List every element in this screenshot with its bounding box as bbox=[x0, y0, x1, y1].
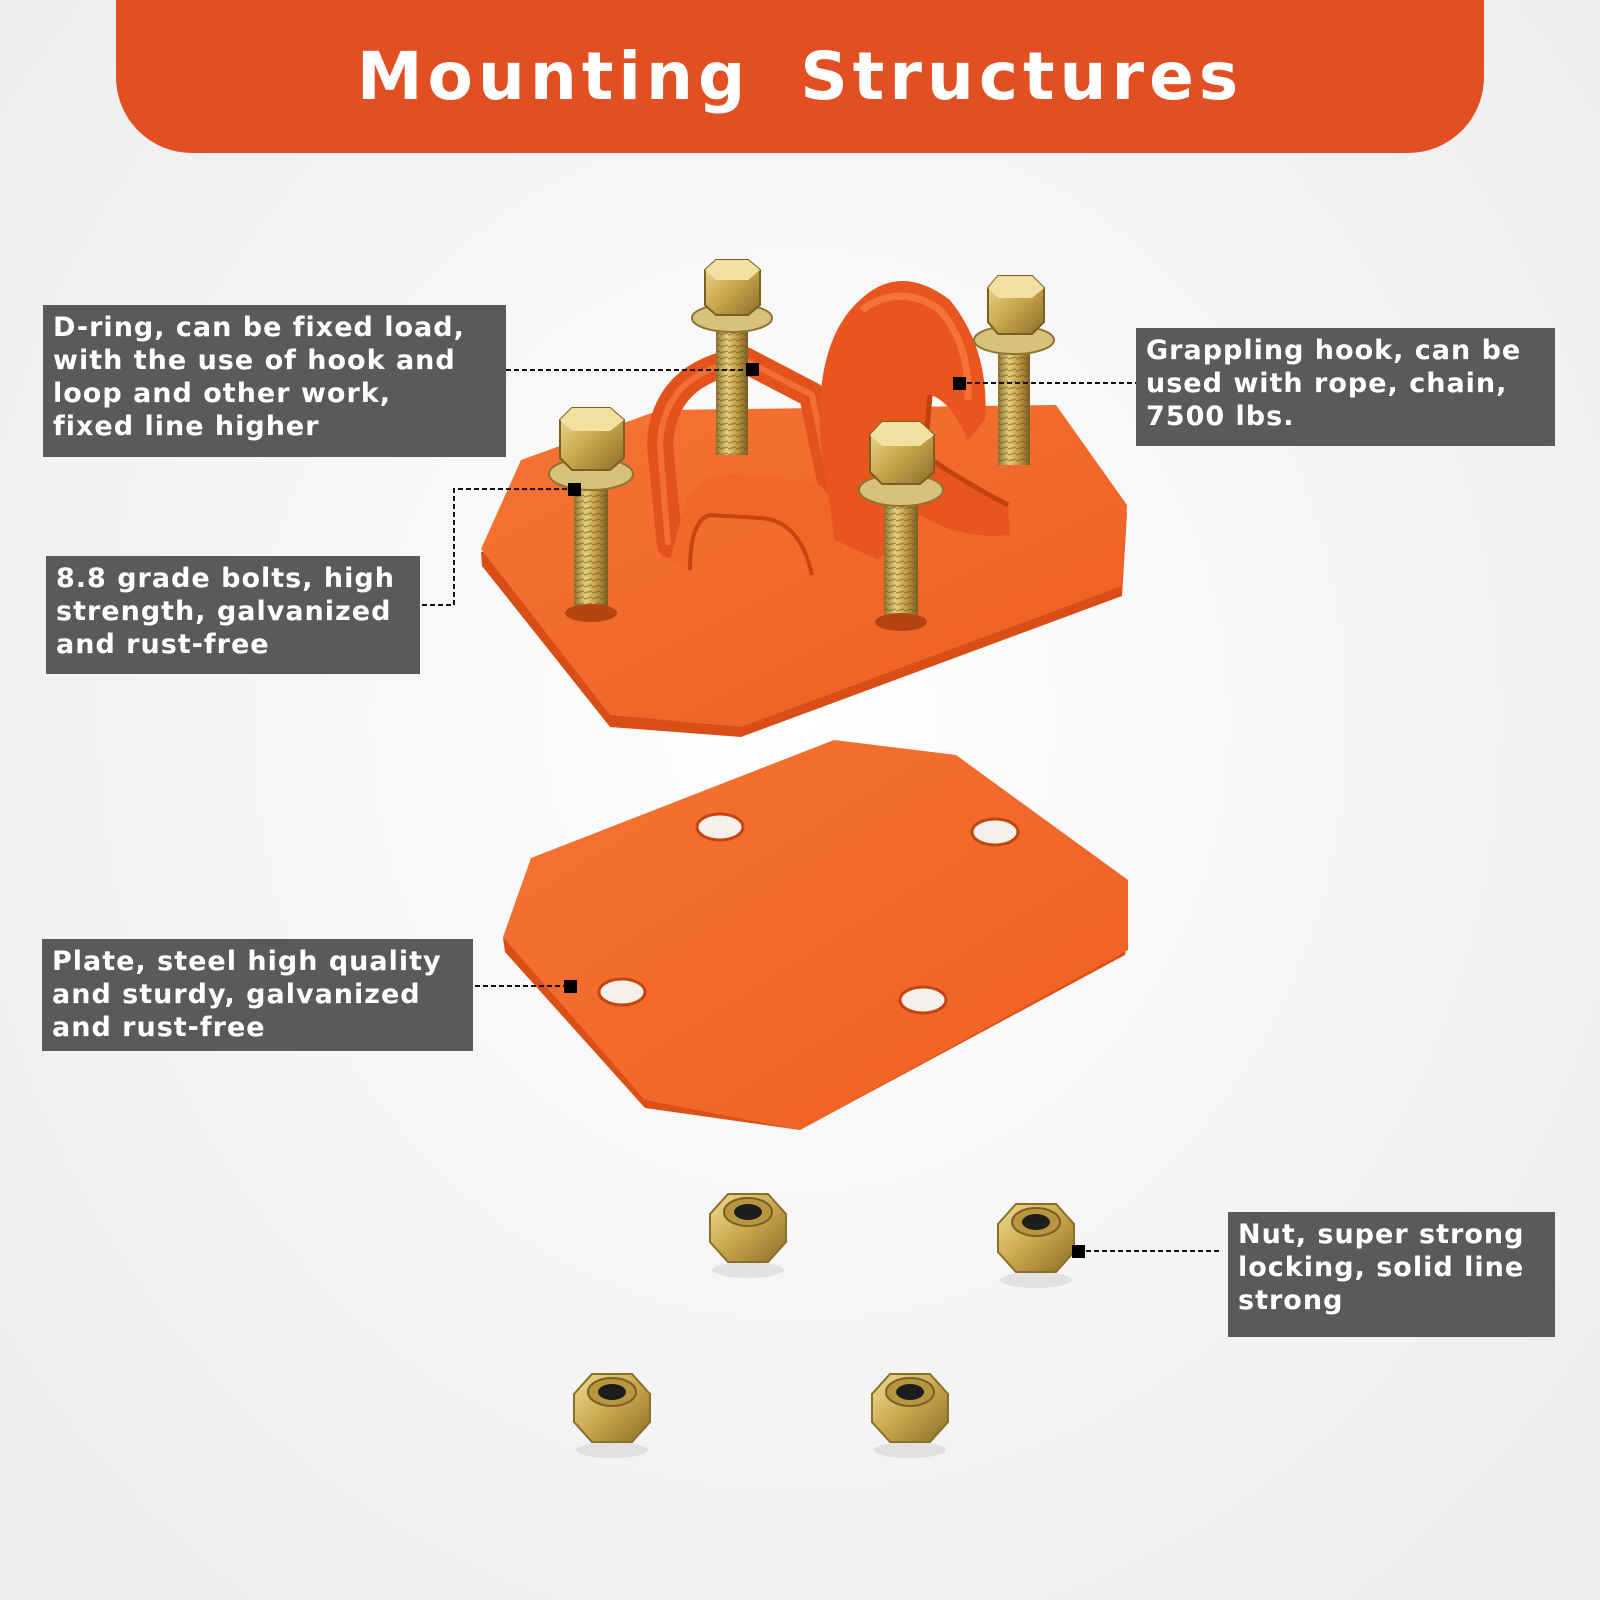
base-plate-icon bbox=[503, 740, 1128, 1130]
anchor-dot-bolts bbox=[568, 483, 581, 496]
leader-bolts bbox=[422, 488, 574, 606]
callout-line: and rust-free bbox=[56, 629, 270, 660]
bolt-icon bbox=[548, 259, 1055, 631]
anchor-dot-d-ring bbox=[746, 363, 759, 376]
callout-hook: Grappling hook, can be used with rope, c… bbox=[1136, 328, 1555, 446]
callout-bolts: 8.8 grade bolts, high strength, galvaniz… bbox=[46, 556, 420, 674]
callout-line: loop and other work, bbox=[53, 378, 391, 409]
callout-line: Nut, super strong bbox=[1238, 1219, 1525, 1250]
callout-line: Grappling hook, can be bbox=[1146, 335, 1522, 366]
callout-line: D-ring, can be fixed load, bbox=[53, 312, 465, 343]
locking-nut-icon bbox=[573, 1193, 1075, 1458]
callout-line: 8.8 grade bolts, high bbox=[56, 563, 395, 594]
callout-line: Plate, steel high quality bbox=[52, 946, 442, 977]
page-title: Mounting Structures bbox=[356, 38, 1244, 115]
callout-line: and rust-free bbox=[52, 1012, 266, 1043]
anchor-dot-hook bbox=[953, 377, 966, 390]
callout-line: and sturdy, galvanized bbox=[52, 979, 421, 1010]
callout-line: with the use of hook and bbox=[53, 345, 456, 376]
anchor-dot-plate bbox=[564, 980, 577, 993]
callout-line: locking, solid line bbox=[1238, 1252, 1525, 1283]
anchor-dot-nut bbox=[1072, 1245, 1085, 1258]
callout-line: fixed line higher bbox=[53, 411, 320, 442]
callout-plate: Plate, steel high quality and sturdy, ga… bbox=[42, 939, 473, 1051]
callout-line: strong bbox=[1238, 1285, 1344, 1316]
callout-leaders bbox=[422, 369, 1222, 1252]
callout-line: 7500 lbs. bbox=[1146, 401, 1295, 432]
callout-line: used with rope, chain, bbox=[1146, 368, 1508, 399]
callout-line: strength, galvanized bbox=[56, 596, 392, 627]
callout-nut: Nut, super strong locking, solid line st… bbox=[1228, 1212, 1555, 1337]
callout-d-ring: D-ring, can be fixed load, with the use … bbox=[43, 305, 506, 457]
title-banner: Mounting Structures bbox=[116, 0, 1484, 153]
